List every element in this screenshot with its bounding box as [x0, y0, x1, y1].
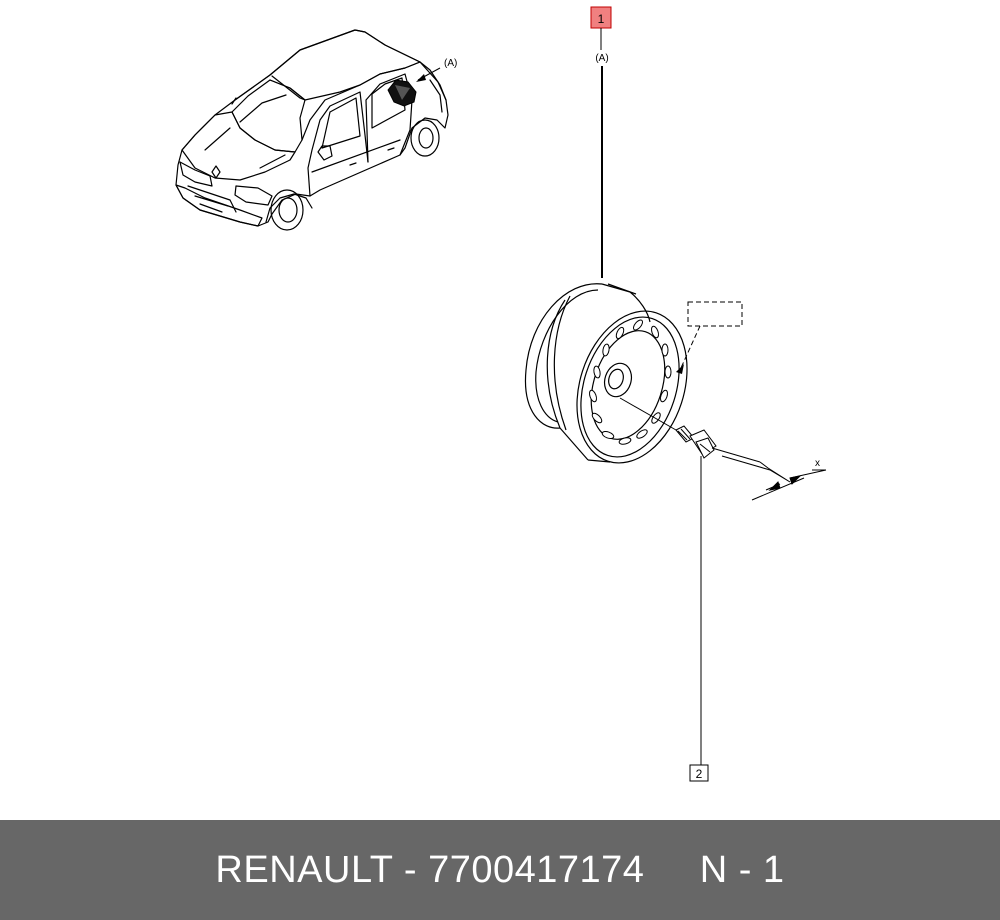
page-reference: N - 1	[699, 848, 785, 891]
wheel-bolt	[619, 397, 717, 459]
spare-wheel-location-marker	[387, 79, 417, 107]
car-view-label: (A)	[444, 58, 457, 69]
separator: -	[392, 848, 429, 891]
dimension-label: x	[815, 458, 820, 469]
parts-diagram: (A) 1 (A)	[175, 6, 827, 782]
callout-1-view-label: (A)	[595, 53, 608, 64]
spacing	[644, 849, 699, 891]
wheel-vent-holes	[589, 319, 672, 445]
bolt-dimension: x	[711, 447, 827, 501]
callout-2: 2	[689, 456, 709, 782]
callout-2-number: 2	[696, 767, 703, 781]
part-number: 7700417174	[428, 848, 645, 891]
steel-wheel-rim	[524, 283, 688, 464]
callout-1-number: 1	[598, 12, 605, 26]
callout-2-box	[689, 764, 709, 782]
brand-name: RENAULT	[215, 848, 393, 891]
part-footer-bar: RENAULT - 7700417174 N - 1	[0, 820, 1000, 920]
detail-reference-box	[676, 301, 743, 374]
callout-1: 1 (A)	[590, 6, 612, 278]
car-illustration	[175, 29, 449, 231]
car-view-callout: (A)	[416, 58, 457, 82]
part-reference-text: RENAULT - 7700417174 N - 1	[215, 849, 784, 892]
